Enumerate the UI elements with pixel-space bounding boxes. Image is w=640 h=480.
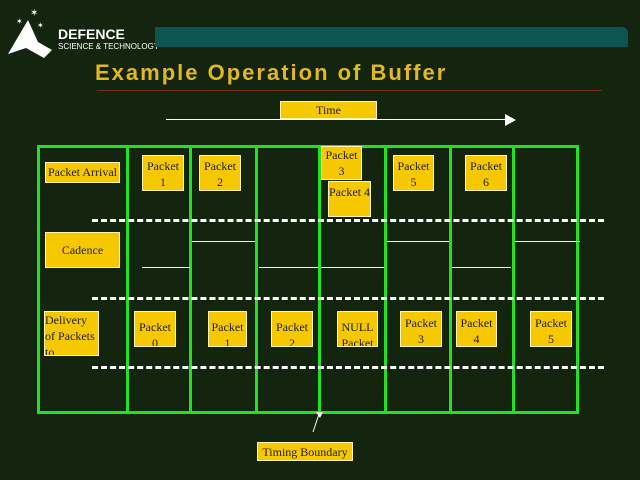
slot-boundary bbox=[255, 145, 258, 411]
delivered-packet: Packet 5 bbox=[530, 311, 572, 347]
slot-boundary bbox=[512, 145, 515, 411]
row-label-cadence: Cadence Signal bbox=[45, 232, 120, 268]
cadence-segment-low bbox=[452, 267, 511, 268]
slot-boundary bbox=[189, 145, 192, 411]
timing-boundary-label: Timing Boundary bbox=[257, 442, 353, 461]
arrow-head-icon bbox=[505, 114, 516, 126]
header-banner bbox=[155, 27, 628, 47]
row-divider bbox=[92, 219, 604, 222]
slot-boundary bbox=[384, 145, 387, 411]
delivered-packet: NULL Packet bbox=[337, 311, 378, 347]
logo-subtitle: SCIENCE & TECHNOLOGY bbox=[58, 42, 160, 51]
row-divider bbox=[92, 366, 604, 369]
cadence-segment-high bbox=[192, 241, 255, 242]
arrival-packet: Packet 5 bbox=[393, 155, 434, 191]
pointer-arrow-icon bbox=[312, 412, 323, 433]
cadence-segment-low bbox=[259, 267, 318, 268]
delivered-packet: Packet 2 bbox=[271, 311, 313, 347]
arrival-packet: Packet 3 bbox=[321, 146, 362, 180]
slot-boundary bbox=[318, 145, 321, 411]
arrival-packet: Packet 4 bbox=[328, 181, 371, 217]
cadence-segment-high bbox=[515, 241, 580, 242]
logo-emblem-icon: ✶ ✶ ✶ bbox=[8, 8, 52, 58]
time-label: Time bbox=[280, 101, 377, 119]
cadence-segment-low bbox=[321, 267, 384, 268]
arrival-packet: Packet 1 bbox=[142, 155, 184, 191]
cadence-segment-high bbox=[387, 241, 449, 242]
svg-text:✶: ✶ bbox=[16, 17, 23, 26]
delivered-packet: Packet 1 bbox=[208, 311, 247, 347]
logo-name: DEFENCE bbox=[58, 26, 125, 42]
arrival-packet: Packet 6 bbox=[465, 155, 507, 191]
page-title: Example Operation of Buffer bbox=[95, 60, 448, 85]
row-label-arrival: Packet Arrival bbox=[45, 162, 120, 183]
row-divider bbox=[92, 297, 604, 300]
time-arrow bbox=[166, 119, 506, 120]
row-label-delivery: Delivery of Packets to DVT(DA) bbox=[44, 311, 99, 356]
delivered-packet: Packet 3 bbox=[400, 311, 442, 347]
slot-boundary bbox=[449, 145, 452, 411]
title-underline bbox=[97, 90, 602, 91]
arrival-packet: Packet 2 bbox=[199, 155, 241, 191]
delivered-packet: Packet 0 bbox=[134, 311, 176, 347]
delivered-packet: Packet 4 bbox=[456, 311, 497, 347]
timing-grid bbox=[37, 145, 579, 414]
svg-text:✶: ✶ bbox=[37, 21, 44, 30]
cadence-segment-low bbox=[142, 267, 190, 268]
slot-boundary bbox=[126, 145, 129, 411]
svg-text:✶: ✶ bbox=[30, 8, 38, 19]
defence-logo: ✶ ✶ ✶ DEFENCE SCIENCE & TECHNOLOGY bbox=[4, 6, 159, 58]
